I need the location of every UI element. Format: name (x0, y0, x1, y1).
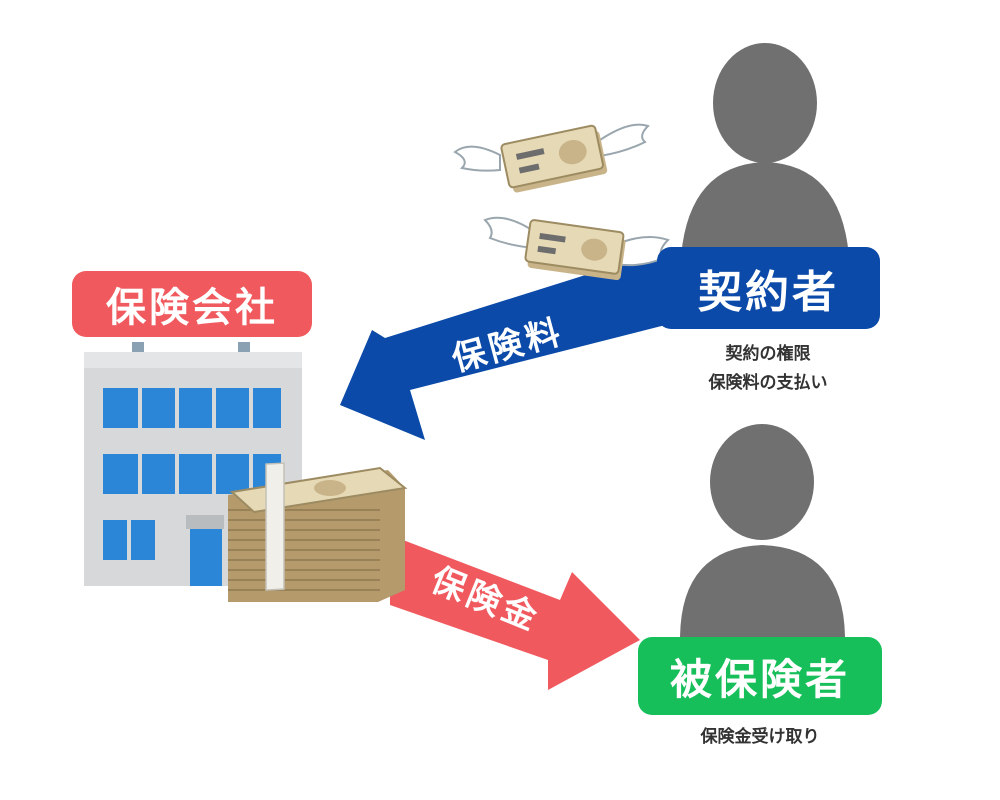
insured-label: 被保険者 (638, 637, 882, 715)
office-building-icon (84, 342, 302, 586)
premium-arrow (340, 250, 685, 440)
contractor-label: 契約者 (657, 247, 880, 329)
cash-stack-icon (228, 462, 408, 602)
payout-arrow (390, 535, 640, 690)
insured-note-1: 保険金受け取り (700, 727, 820, 747)
contractor-note-2: 保険料の支払い (708, 373, 828, 393)
company-label: 保険会社 (72, 271, 312, 337)
contractor-note-1: 契約の権限 (725, 344, 811, 364)
person-silhouette-icon (680, 424, 845, 640)
person-silhouette-icon (680, 43, 850, 280)
flying-money-icon (483, 216, 670, 281)
flying-money-icon (453, 123, 650, 193)
